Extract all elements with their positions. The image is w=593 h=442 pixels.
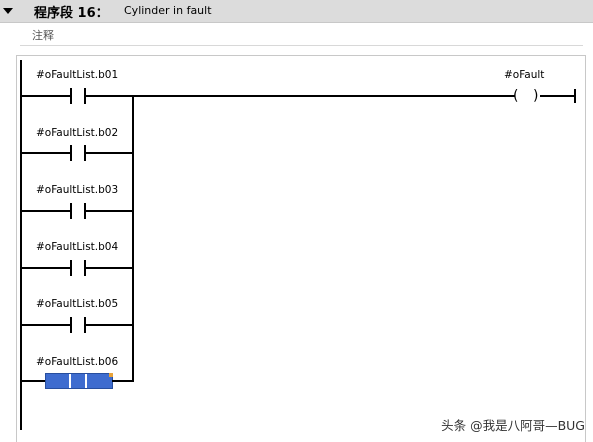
contact-nc-right [85,374,87,388]
or-bus-vertical [132,95,134,382]
contact-nc-left [70,88,72,104]
wire [85,152,134,154]
wire [21,380,46,382]
wire [21,324,71,326]
comment-label[interactable]: 注释 [32,29,54,42]
wire [85,324,134,326]
contact-nc-left [70,203,72,219]
selected-contact-b06[interactable] [45,373,113,389]
wire [21,267,71,269]
collapse-triangle-icon[interactable] [2,5,14,17]
contact-nc-left [70,317,72,333]
watermark-text: 头条 @我是八阿哥—BUG [441,418,585,433]
network-title[interactable]: 程序段 16： [34,6,109,21]
contact-tag-b03[interactable]: #oFaultList.b03 [36,184,119,196]
selection-handle[interactable] [109,373,113,377]
contact-nc-left [69,374,71,388]
network-comment-bar[interactable]: 注释 [20,23,583,46]
network-comment-title[interactable]: Cylinder in fault [124,4,212,17]
contact-tag-b02[interactable]: #oFaultList.b02 [36,127,119,139]
wire [85,95,515,97]
coil-right-paren[interactable]: ) [533,88,539,104]
wire [21,210,71,212]
contact-tag-b04[interactable]: #oFaultList.b04 [36,241,119,253]
contact-nc-left [70,145,72,161]
wire [112,380,134,382]
wire [85,267,134,269]
coil-left-paren[interactable]: ( [513,88,519,104]
wire [21,95,71,97]
power-rail [20,60,22,430]
coil-end [574,89,576,103]
contact-nc-left [70,260,72,276]
wire [540,95,576,97]
wire [85,210,134,212]
coil-tag[interactable]: #oFault [504,69,545,81]
contact-tag-b06[interactable]: #oFaultList.b06 [36,356,119,368]
contact-tag-b01[interactable]: #oFaultList.b01 [36,69,119,81]
wire [21,152,71,154]
contact-tag-b05[interactable]: #oFaultList.b05 [36,298,119,310]
network-header: 程序段 16： Cylinder in fault [0,0,593,23]
